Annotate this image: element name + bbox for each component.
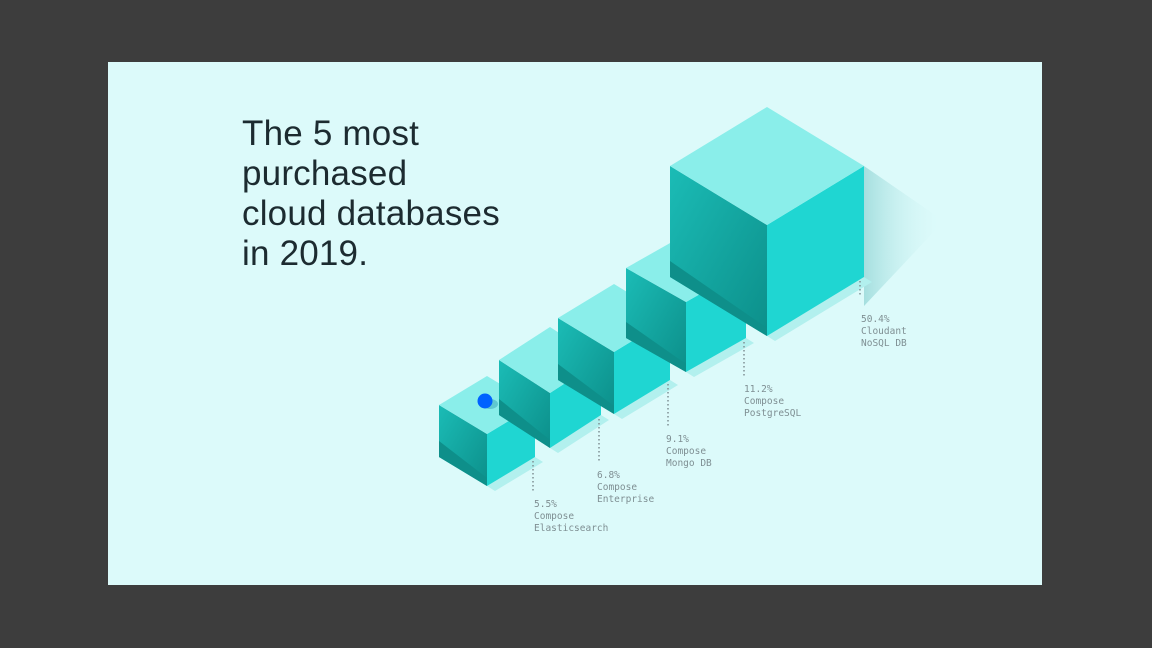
data-label-name: Compose — [534, 511, 575, 522]
label-cloudant: 50.4% Cloudant NoSQL DB — [861, 314, 907, 350]
isometric-cube-chart — [439, 107, 944, 493]
data-label-name: NoSQL DB — [861, 338, 907, 349]
data-label-name: Compose — [744, 396, 785, 407]
label-mongodb: 9.1% Compose Mongo DB — [666, 434, 712, 470]
cube-left-face — [439, 405, 487, 486]
data-label-name: PostgreSQL — [744, 408, 802, 419]
cube-inner-floor — [670, 261, 767, 336]
cube-right-face — [767, 166, 864, 336]
cube-inner-floor — [439, 441, 487, 486]
data-label-name: Compose — [597, 482, 638, 493]
cube-floor-shadow — [686, 338, 754, 377]
cube-left-face — [558, 318, 614, 414]
cube-inner-floor — [558, 364, 614, 414]
data-label-name: Cloudant — [861, 326, 907, 337]
cube-inner-floor — [626, 322, 686, 372]
cube-inner-floor — [499, 399, 550, 448]
data-label-value: 11.2% — [744, 384, 773, 395]
cursor-marker-icon — [477, 393, 493, 409]
label-elasticsearch: 5.5% Compose Elasticsearch — [534, 499, 608, 535]
data-label-name: Elasticsearch — [534, 523, 609, 534]
cube-floor-shadow — [487, 457, 543, 491]
title-line: The 5 most — [242, 114, 420, 153]
title-line: purchased — [242, 154, 408, 193]
cube-floor-shadow — [767, 277, 872, 341]
chart-title: The 5 most purchased cloud databases in … — [242, 114, 562, 274]
label-enterprise: 6.8% Compose Enterprise — [597, 470, 654, 506]
data-label-name: Enterprise — [597, 494, 655, 505]
slide: The 5 most purchased cloud databases in … — [108, 62, 1042, 585]
data-label-value: 9.1% — [666, 434, 689, 445]
cube-left-face — [499, 360, 550, 448]
data-label-name: Mongo DB — [666, 458, 712, 469]
cube-top-face — [670, 107, 864, 225]
data-label-value: 5.5% — [534, 499, 557, 510]
data-label-value: 6.8% — [597, 470, 620, 481]
cube-floor-shadow — [550, 415, 609, 453]
title-line: cloud databases — [242, 194, 500, 233]
data-label-name: Compose — [666, 446, 707, 457]
cube-shadow — [864, 166, 944, 306]
label-postgresql: 11.2% Compose PostgreSQL — [744, 384, 801, 420]
cube-floor-shadow — [614, 380, 678, 419]
data-label-value: 50.4% — [861, 314, 890, 325]
cube-left-face — [670, 166, 767, 336]
title-line: in 2019. — [242, 234, 369, 273]
